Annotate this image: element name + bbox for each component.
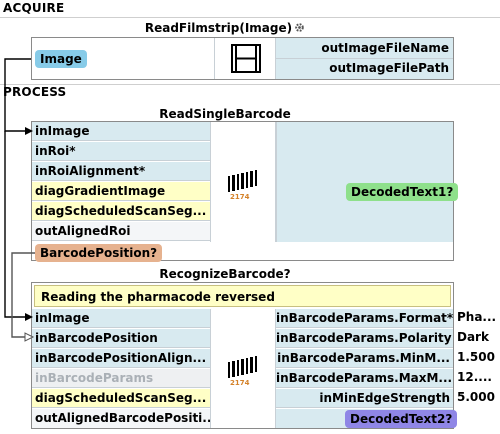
param-value-minedgestrength[interactable]: 5.000 (457, 390, 495, 404)
param-inbarcodeparams-polarity[interactable]: inBarcodeParams.Polarity (276, 329, 453, 348)
diag-port-diagscheduledscanseg[interactable]: diagScheduledScanSeg... (32, 202, 210, 221)
output-chip-decodedtext1[interactable]: DecodedText1? (346, 183, 459, 201)
param-value-polarity[interactable]: Dark (457, 330, 489, 344)
filter-comment: Reading the pharmacode reversed (34, 285, 451, 307)
input-port-inbarcodepositionalignment[interactable]: inBarcodePositionAlign... (32, 349, 210, 368)
output-port-outimagefilename[interactable]: outImageFileName (276, 38, 453, 59)
filter-readsinglebarcode[interactable]: inImage inRoi* inRoiAlignment* diagGradi… (31, 121, 454, 261)
param-inbarcodeparams-maxmodulewidth[interactable]: inBarcodeParams.MaxM... (276, 369, 453, 388)
filter-recognizebarcode[interactable]: Reading the pharmacode reversed inImage … (31, 282, 454, 429)
input-port-inbarcodeposition[interactable]: inBarcodePosition (32, 329, 210, 348)
diag-port-diaggradientimage[interactable]: diagGradientImage (32, 182, 210, 201)
filter-title-readfilmstrip[interactable]: ReadFilmstrip(Image) (130, 21, 320, 36)
svg-text:2174: 2174 (230, 379, 250, 387)
svg-text:2174: 2174 (230, 193, 250, 201)
output-panel (276, 122, 453, 242)
param-inminedgestrength[interactable]: inMinEdgeStrength (276, 389, 453, 408)
output-port-outalignedroi[interactable]: outAlignedRoi (32, 222, 210, 241)
section-divider (0, 17, 500, 18)
filmstrip-icon (214, 38, 276, 79)
input-port-inimage[interactable]: inImage (32, 309, 210, 328)
input-port-inbarcodeparams[interactable]: inBarcodeParams (32, 369, 210, 388)
param-value-format[interactable]: Pha... (457, 310, 497, 324)
output-port-outalignedbarcodeposition[interactable]: outAlignedBarcodePositi... (32, 409, 210, 428)
input-port-inroi[interactable]: inRoi* (32, 142, 210, 161)
input-port-inroialignment[interactable]: inRoiAlignment* (32, 162, 210, 181)
output-chip-decodedtext2[interactable]: DecodedText2? (345, 410, 458, 428)
filter-title-text: ReadFilmstrip(Image) (144, 21, 293, 35)
gear-icon[interactable] (294, 22, 305, 36)
output-port-outimagefilepath[interactable]: outImageFilePath (276, 59, 453, 79)
filter-title-readsinglebarcode[interactable]: ReadSingleBarcode (159, 107, 291, 121)
barcode-icon: 2174 (210, 122, 276, 242)
output-chip-barcodeposition[interactable]: BarcodePosition? (35, 244, 163, 262)
section-divider (0, 84, 500, 85)
diag-port-diagscheduledscanseg[interactable]: diagScheduledScanSeg... (32, 389, 210, 408)
param-value-minmodulewidth[interactable]: 1.500 (457, 350, 495, 364)
output-chip-image[interactable]: Image (35, 50, 87, 68)
filter-readfilmstrip[interactable]: outImageFileName outImageFilePath (31, 37, 454, 80)
param-inbarcodeparams-minmodulewidth[interactable]: inBarcodeParams.MinM... (276, 349, 453, 368)
section-process-title: PROCESS (3, 85, 67, 99)
filter-title-recognizebarcode[interactable]: RecognizeBarcode? (159, 267, 291, 281)
section-acquire-title: ACQUIRE (3, 1, 65, 15)
param-value-maxmodulewidth[interactable]: 12.... (457, 370, 492, 384)
barcode-icon: 2174 (210, 309, 276, 428)
wire-image-to-recognizebarcode (4, 131, 27, 318)
param-inbarcodeparams-format[interactable]: inBarcodeParams.Format* (276, 309, 453, 328)
input-port-inimage[interactable]: inImage (32, 122, 210, 141)
